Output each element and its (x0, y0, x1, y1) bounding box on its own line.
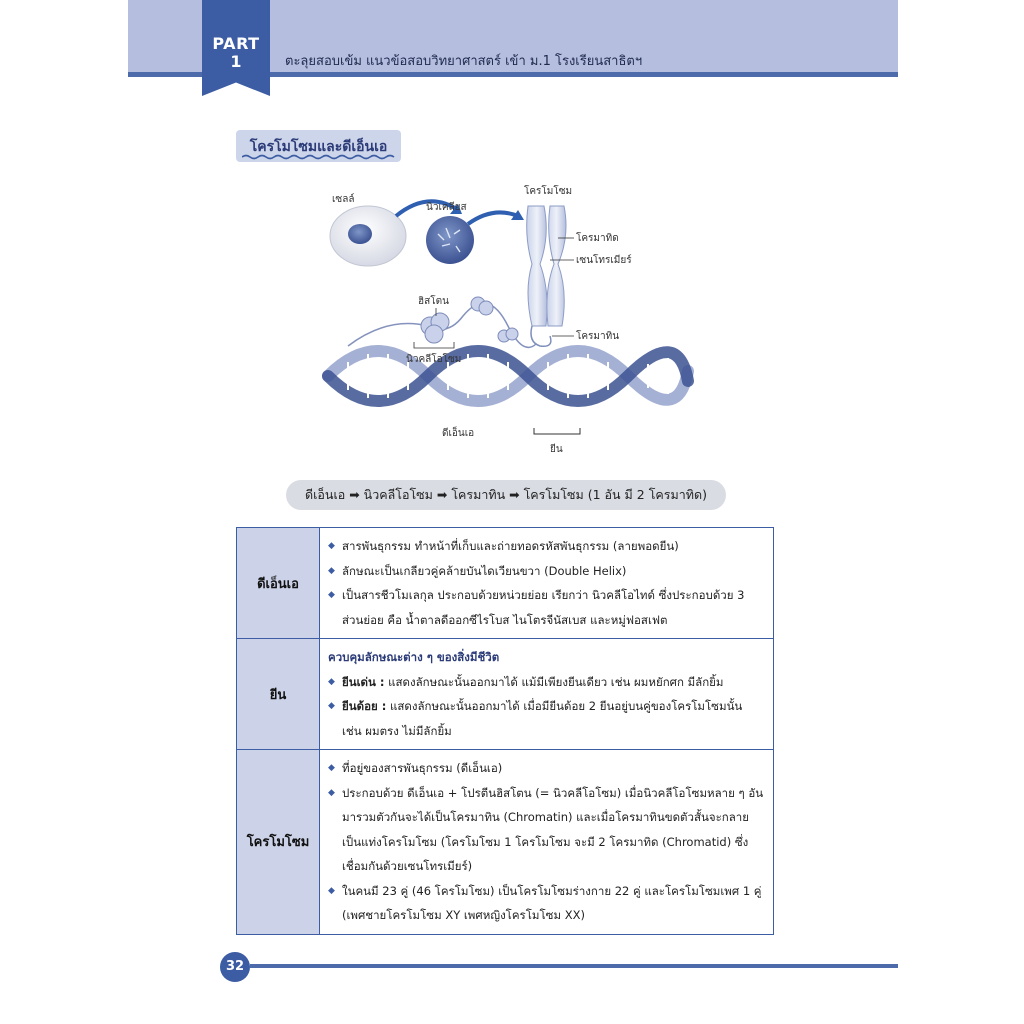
arrow-icon (394, 199, 460, 218)
label-gene: ยีน (550, 444, 563, 455)
list-item: ◆ ลักษณะเป็นเกลียวคู่คล้ายบันไดเวียนขวา … (328, 559, 765, 584)
footer-rule (250, 964, 898, 968)
dominant-gene-label: ยีนเด่น : (342, 674, 385, 689)
description-cell: ◆ สารพันธุกรรม ทำหน้าที่เก็บและถ่ายทอดรห… (319, 527, 774, 639)
arrowhead-icon (511, 210, 524, 220)
list-item: ◆ ประกอบด้วย ดีเอ็นเอ + โปรตีนฮิสโตน (= … (328, 781, 765, 879)
page-number: 32 (220, 952, 250, 982)
bullet-diamond-icon: ◆ (328, 590, 335, 600)
description-cell: ควบคุมลักษณะต่าง ๆ ของสิ่งมีชีวิต ◆ ยีนเ… (319, 638, 774, 750)
bullet-diamond-icon: ◆ (328, 541, 335, 551)
bullet-diamond-icon: ◆ (328, 787, 335, 798)
dna-chromosome-illustration: เซลล์ นิวเคลียส โครโมโซม โครมาทิด เซนโทร… (318, 176, 698, 466)
term-cell: ดีเอ็นเอ (236, 527, 320, 639)
list-item: ◆ ยีนเด่น : แสดงลักษณะนั้นออกมาได้ แม้มี… (328, 670, 765, 695)
table-row: ดีเอ็นเอ ◆ สารพันธุกรรม ทำหน้าที่เก็บและ… (236, 527, 774, 639)
bullet-diamond-icon: ◆ (328, 701, 335, 711)
part-number: 1 (230, 52, 242, 71)
dna-to-chromosome-pathway: ดีเอ็นเอ ➡ นิวคลีโอโซม ➡ โครมาทิน ➡ โครโ… (286, 480, 726, 510)
gene-heading: ควบคุมลักษณะต่าง ๆ ของสิ่งมีชีวิต (328, 650, 500, 664)
list-item: ◆ ยีนด้อย : แสดงลักษณะนั้นออกมาได้ เมื่อ… (328, 694, 765, 743)
section-title: โครโมโซมและดีเอ็นเอ (249, 139, 388, 155)
bullet-diamond-icon: ◆ (328, 885, 335, 896)
nucleus-icon (426, 216, 474, 264)
part-word: PART (212, 34, 260, 53)
nucleosome-bead-icon (420, 296, 519, 344)
bullet-diamond-icon: ◆ (328, 676, 335, 687)
list-item: ◆ สารพันธุกรรม ทำหน้าที่เก็บและถ่ายทอดรห… (328, 534, 765, 559)
label-dna: ดีเอ็นเอ (442, 428, 475, 439)
wavy-underline-icon (242, 154, 395, 160)
illustration-graphic (322, 199, 694, 435)
arrowhead-icon (450, 204, 462, 214)
dna-helix-icon (322, 345, 694, 407)
table-row: โครโมโซม ◆ ที่อยู่ของสารพันธุกรรม (ดีเอ็… (236, 749, 774, 935)
table-row: ยีน ควบคุมลักษณะต่าง ๆ ของสิ่งมีชีวิต ◆ … (236, 638, 774, 750)
cell-icon (329, 205, 407, 267)
header-rule (128, 72, 898, 77)
genetics-info-table: ดีเอ็นเอ ◆ สารพันธุกรรม ทำหน้าที่เก็บและ… (236, 527, 774, 935)
list-item: ◆ ในคนมี 23 คู่ (46 โครโมโซม) เป็นโครโมโ… (328, 879, 765, 928)
list-item: ◆ ที่อยู่ของสารพันธุกรรม (ดีเอ็นเอ) (328, 756, 765, 781)
label-nucleosome: นิวคลีโอโซม (406, 354, 462, 365)
chromosome-icon (526, 205, 567, 327)
label-chromatin: โครมาทิน (576, 331, 620, 342)
label-cell: เซลล์ (332, 194, 355, 205)
book-title: ตะลุยสอบเข้ม แนวข้อสอบวิทยาศาสตร์ เข้า ม… (285, 54, 643, 69)
arrow-icon (466, 210, 519, 226)
bullet-diamond-icon: ◆ (328, 565, 335, 576)
label-histone: ฮิสโตน (418, 296, 449, 307)
label-chromatid: โครมาทิด (576, 233, 619, 244)
label-nucleus: นิวเคลียส (426, 202, 467, 213)
textbook-page: PART 1 ตะลุยสอบเข้ม แนวข้อสอบวิทยาศาสตร์… (128, 0, 898, 1024)
bullet-diamond-icon: ◆ (328, 763, 335, 773)
recessive-gene-label: ยีนด้อย : (342, 699, 387, 713)
section-title-pill: โครโมโซมและดีเอ็นเอ (236, 130, 401, 162)
part-tab: PART 1 (202, 0, 270, 96)
label-centromere: เซนโทรเมียร์ (576, 255, 632, 266)
term-cell: โครโมโซม (236, 749, 320, 935)
label-chromosome: โครโมโซม (524, 186, 573, 197)
term-cell: ยีน (236, 638, 320, 750)
list-item: ◆ เป็นสารชีวโมเลกุล ประกอบด้วยหน่วยย่อย … (328, 583, 765, 632)
description-cell: ◆ ที่อยู่ของสารพันธุกรรม (ดีเอ็นเอ) ◆ ปร… (319, 749, 774, 935)
